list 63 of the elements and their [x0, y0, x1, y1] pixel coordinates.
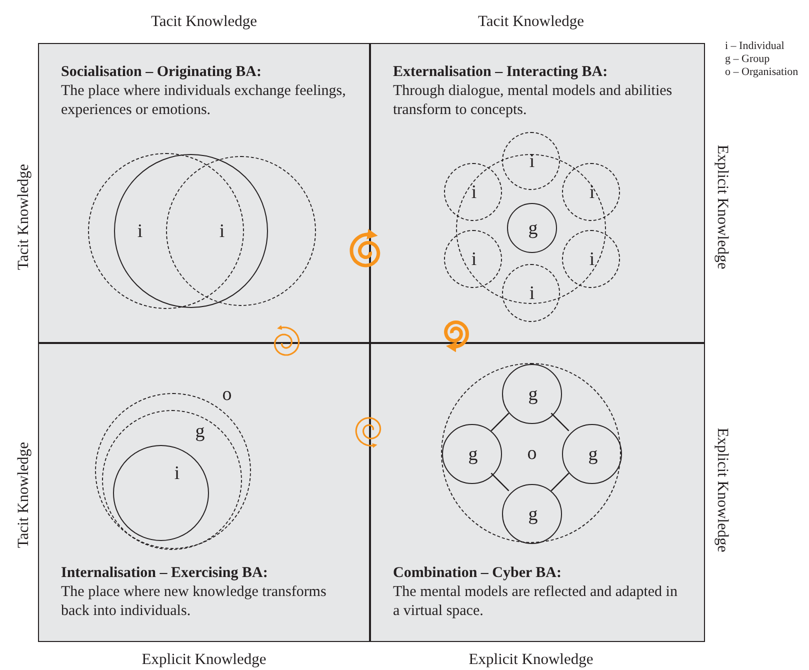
- circle: [114, 154, 268, 308]
- letter-label: g: [528, 219, 538, 239]
- circle: [562, 163, 620, 221]
- circle: [113, 445, 209, 541]
- circle: [166, 156, 316, 306]
- axis-label: Tacit Knowledge: [478, 13, 584, 31]
- circle: [442, 424, 502, 484]
- circle: [507, 203, 557, 253]
- quadrant-heading: Externalisation – Interacting BA:: [393, 63, 609, 82]
- quadrant-panel: [370, 343, 705, 642]
- quadrant-description: The mental models are reflected and adapted in a virtual space.: [393, 583, 678, 621]
- letter-label: g: [195, 422, 205, 442]
- circle: [444, 230, 502, 288]
- axis-label: Explicit Knowledge: [142, 651, 266, 669]
- circle: [444, 163, 502, 221]
- connector-line: [550, 472, 570, 492]
- letter-label: i: [529, 284, 535, 304]
- connector-line: [490, 412, 510, 432]
- legend-entry: o – Organisation: [725, 66, 798, 79]
- axis-label: Tacit Knowledge: [15, 164, 33, 270]
- letter-label: i: [471, 183, 477, 203]
- circle: [562, 230, 620, 288]
- quadrant-description: The place where new knowledge transforms back into individuals.: [61, 583, 328, 621]
- circle: [502, 264, 560, 322]
- quadrant-heading: Internalisation – Exercising BA:: [61, 564, 269, 583]
- circle: [456, 154, 606, 304]
- quadrant-heading: Socialisation – Originating BA:: [61, 63, 262, 82]
- letter-label: i: [589, 250, 595, 270]
- circle: [88, 153, 244, 309]
- letter-label: i: [529, 152, 535, 172]
- letter-label: i: [137, 222, 143, 242]
- circle: [502, 484, 562, 544]
- axis-label: Explicit Knowledge: [713, 144, 731, 270]
- quadrant-description: The place where individuals exchange feelings, experiences or emotions.: [61, 82, 347, 120]
- letter-label: i: [219, 222, 225, 242]
- axis-label: Tacit Knowledge: [15, 442, 33, 548]
- letter-label: g: [528, 505, 538, 525]
- legend-entry: i – Individual: [725, 40, 784, 53]
- letter-label: i: [174, 464, 180, 484]
- letter-label: g: [588, 445, 598, 465]
- circle: [502, 364, 562, 424]
- quadrant-panel: [38, 343, 370, 642]
- letter-label: g: [468, 445, 478, 465]
- letter-label: i: [589, 183, 595, 203]
- circle: [502, 132, 560, 190]
- circle: [95, 393, 251, 549]
- axis-label: Tacit Knowledge: [150, 13, 258, 31]
- axis-label: Explicit Knowledge: [713, 428, 731, 552]
- letter-label: i: [471, 250, 477, 270]
- circle: [102, 410, 242, 550]
- quadrant-heading: Combination – Cyber BA:: [393, 564, 562, 583]
- letter-label: g: [528, 385, 538, 405]
- axis-label: Explicit Knowledge: [468, 651, 594, 669]
- circle: [562, 424, 622, 484]
- circle: [441, 363, 621, 543]
- quadrant-panel: [38, 43, 370, 343]
- connector-line: [550, 412, 570, 432]
- letter-label: o: [527, 444, 537, 464]
- quadrant-description: Through dialogue, mental models and abilities transform to concepts.: [393, 82, 674, 120]
- legend-entry: g – Group: [725, 53, 770, 66]
- letter-label: o: [222, 385, 232, 405]
- connector-line: [490, 472, 510, 492]
- quadrant-panel: [370, 43, 705, 343]
